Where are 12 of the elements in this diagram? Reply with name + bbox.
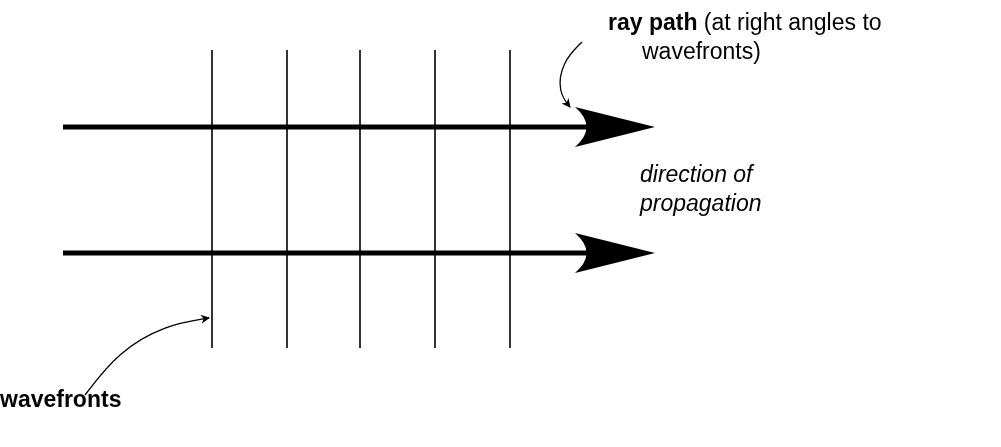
wavefront-line — [359, 49, 361, 349]
leader-line — [559, 41, 583, 108]
wavefront-line — [286, 49, 288, 349]
leader-line — [84, 314, 210, 396]
ray-arrow — [63, 107, 655, 147]
ray-path-label: ray path (at right angles to wavefronts) — [608, 8, 942, 66]
wavefront-line — [509, 49, 511, 349]
direction-label: direction of propagation — [640, 160, 763, 218]
wavefront-line — [434, 49, 436, 349]
wavefronts-label: wavefronts — [0, 385, 122, 414]
ray-arrow — [63, 233, 655, 273]
wavefront-line — [211, 49, 213, 349]
